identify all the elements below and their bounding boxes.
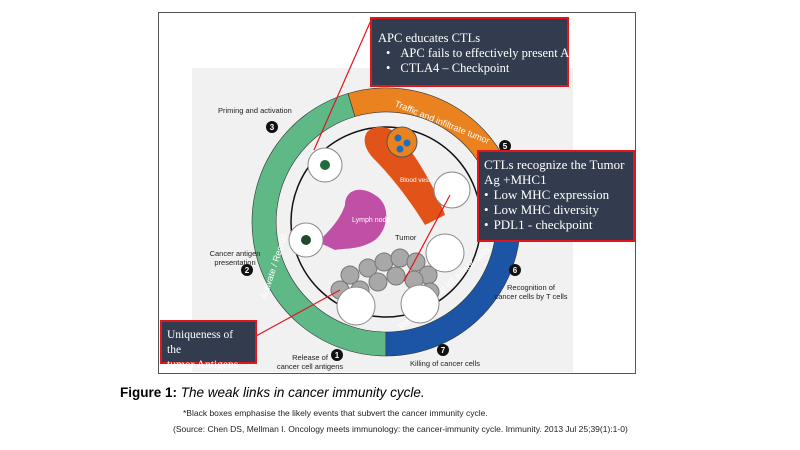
step-5-number: 5 xyxy=(503,142,508,151)
step-1-label-1: Release of xyxy=(292,353,329,362)
apc-pointer-line xyxy=(313,17,373,151)
figure-caption-text: The weak links in cancer immunity cycle. xyxy=(180,385,425,400)
callout-ctl-item: PDL1 - checkpoint xyxy=(484,217,628,232)
step-2-number: 2 xyxy=(245,266,250,275)
step-2-label-2: presentation xyxy=(214,258,255,267)
callout-ctl-item: Low MHC expression xyxy=(484,187,628,202)
callout-apc-item: CTLA4 – Checkpoint xyxy=(378,61,561,76)
step-1-label-2: cancer cell antigens xyxy=(277,362,344,371)
step-6-badge xyxy=(509,264,521,276)
figure-source: (Source: Chen DS, Mellman I. Oncology me… xyxy=(173,424,628,434)
lymph-node-shape xyxy=(318,189,387,250)
t-cell-cluster-icon xyxy=(386,126,418,158)
callout-apc-item: APC fails to effectively present Ag xyxy=(378,46,575,61)
figure-caption-prefix: Figure 1: xyxy=(120,385,178,400)
callout-apc-title: APC educates CTLs xyxy=(378,31,481,45)
dying-tumor-cell-icon xyxy=(336,286,376,326)
figure-note: *Black boxes emphasise the likely events… xyxy=(183,408,488,418)
step-2-label-1: Cancer antigen xyxy=(210,249,261,258)
callout-ctls-recognize: CTLs recognize the Tumor Ag +MHC1 Low MH… xyxy=(477,150,635,242)
ring-green xyxy=(251,93,387,357)
callout-apc-educates-ctls: APC educates CTLs APC fails to effective… xyxy=(370,17,575,87)
ctl-pointer-line xyxy=(403,194,451,282)
step-1-badge xyxy=(331,349,343,361)
step-2-badge xyxy=(241,264,253,276)
blood-vessel-label: Blood vessel xyxy=(400,177,437,184)
step-3-label-1: Priming and activation xyxy=(218,106,292,115)
step-7-label-1: Killing of cancer cells xyxy=(410,359,480,368)
step-7-badge xyxy=(437,344,449,356)
callout-ctl-title-1: CTLs recognize the Tumor xyxy=(484,157,625,172)
figure-caption: Figure 1: The weak links in cancer immun… xyxy=(120,385,425,400)
callout-ctl-item: Low MHC diversity xyxy=(484,202,628,217)
t-cell-killing-icon xyxy=(400,284,440,324)
step-1-number: 1 xyxy=(335,351,340,360)
step-6-label-1: Recognition of xyxy=(507,283,556,292)
step-6-label-2: cancer cells by T cells xyxy=(494,292,567,301)
callout-ctl-title-2: Ag +MHC1 xyxy=(484,172,547,187)
blood-vessel-shape xyxy=(364,126,445,225)
step-3-badge xyxy=(266,121,278,133)
step-7-number: 7 xyxy=(441,346,446,355)
infiltration-icon xyxy=(433,171,471,209)
callout-antigen-line-1: Uniqueness of the xyxy=(167,329,234,356)
lymph-node-label: Lymph node xyxy=(352,217,390,224)
antigen-pointer-line xyxy=(255,289,341,337)
t-cell-recognition-icon xyxy=(425,233,465,273)
callout-antigen-line-2: tumor Antigens xyxy=(167,359,239,371)
step-6-number: 6 xyxy=(513,266,518,275)
tumor-label: Tumor xyxy=(395,233,417,242)
callout-tumor-antigens: Uniqueness of the tumor Antigens xyxy=(160,320,257,371)
step-3-number: 3 xyxy=(270,123,275,132)
step-5-badge xyxy=(499,140,511,152)
